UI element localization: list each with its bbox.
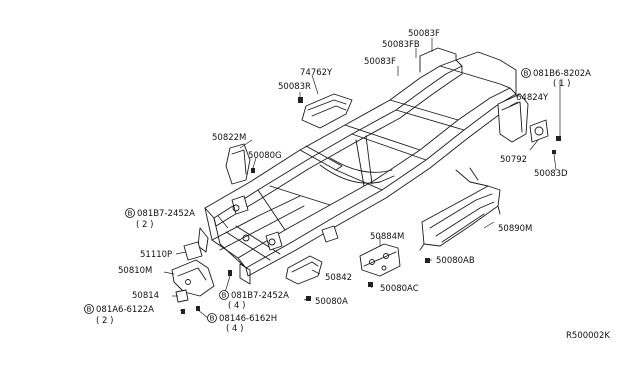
label-081B7-2452A-mid: 081B7-2452A xyxy=(231,291,289,301)
bolt-marker-081B7-left xyxy=(125,208,135,218)
part-50884M-plate xyxy=(359,243,401,277)
label-081B7-mid-qty: ( 4 ) xyxy=(228,301,245,311)
bolt-marker-08146-text: B xyxy=(210,315,215,323)
part-50083R-bolt xyxy=(298,97,303,103)
label-50822M: 50822M xyxy=(212,133,246,143)
label-50083F-mid: 50083F xyxy=(364,57,396,67)
label-50792: 50792 xyxy=(500,155,527,165)
label-08146-qty: ( 4 ) xyxy=(226,324,243,334)
part-50810M-bracket xyxy=(171,259,215,297)
label-50083F-top: 50083F xyxy=(408,29,440,39)
part-50083D-bolt xyxy=(552,150,556,154)
label-08146-6162H: 08146-6162H xyxy=(219,314,277,324)
label-50080G: 50080G xyxy=(248,151,282,161)
label-64824Y: 64824Y xyxy=(516,93,549,103)
diagram-code: R500002K xyxy=(566,331,610,341)
part-08146-bolt xyxy=(196,306,200,311)
main-frame xyxy=(197,47,517,285)
label-50083FB: 50083FB xyxy=(382,40,420,50)
label-50080AB: 50080AB xyxy=(436,256,475,266)
label-50080AC: 50080AC xyxy=(380,284,419,294)
part-50842-plate xyxy=(285,255,323,285)
leader-lines xyxy=(163,38,561,319)
part-50080G-bolt xyxy=(251,168,255,173)
label-51110P: 51110P xyxy=(140,250,172,260)
label-50080A: 50080A xyxy=(315,297,348,307)
label-081A6-6122A: 081A6-6122A xyxy=(96,305,154,315)
part-64824Y-bracket xyxy=(497,93,549,143)
bolt-marker-081B6 xyxy=(521,68,531,78)
bolt-marker-081B7-mid xyxy=(219,290,229,300)
bolt-marker-081B7-left-text: B xyxy=(128,210,133,218)
part-081B7-mid-bolt xyxy=(228,270,232,276)
label-50814: 50814 xyxy=(132,291,159,301)
label-50890M: 50890M xyxy=(498,224,532,234)
part-51110P-bracket xyxy=(183,241,203,261)
label-50884M: 50884M xyxy=(370,232,404,242)
part-081A6-bolt xyxy=(181,309,185,314)
label-081B7-left-qty: ( 2 ) xyxy=(136,220,153,230)
part-50080AB-bolt xyxy=(425,258,430,263)
part-081B6-bolt xyxy=(556,136,561,141)
bolt-marker-081A6-text: B xyxy=(87,306,92,314)
part-50890M-undercover xyxy=(419,167,501,251)
label-50083D: 50083D xyxy=(534,169,568,179)
label-50842: 50842 xyxy=(325,273,352,283)
bolt-marker-081A6 xyxy=(84,304,94,314)
part-50814-stay xyxy=(175,289,189,303)
label-081B6-qty: ( 1 ) xyxy=(553,79,570,89)
part-50822M-bracket xyxy=(225,143,251,185)
callout-labels: 50083F 50083FB 50083F 74762Y 50083R B 08… xyxy=(84,29,610,341)
bolt-marker-081B7-mid-text: B xyxy=(222,292,227,300)
label-50810M: 50810M xyxy=(118,266,152,276)
label-74762Y: 74762Y xyxy=(300,68,333,78)
label-081B6-8202A: 081B6-8202A xyxy=(533,69,591,79)
label-50083R: 50083R xyxy=(278,82,311,92)
part-74762Y-insulator xyxy=(301,93,353,129)
label-081A6-qty: ( 2 ) xyxy=(96,316,113,326)
label-081B7-2452A-left: 081B7-2452A xyxy=(137,209,195,219)
bolt-marker-081B6-text: B xyxy=(524,70,529,78)
bolt-marker-08146 xyxy=(207,313,217,323)
